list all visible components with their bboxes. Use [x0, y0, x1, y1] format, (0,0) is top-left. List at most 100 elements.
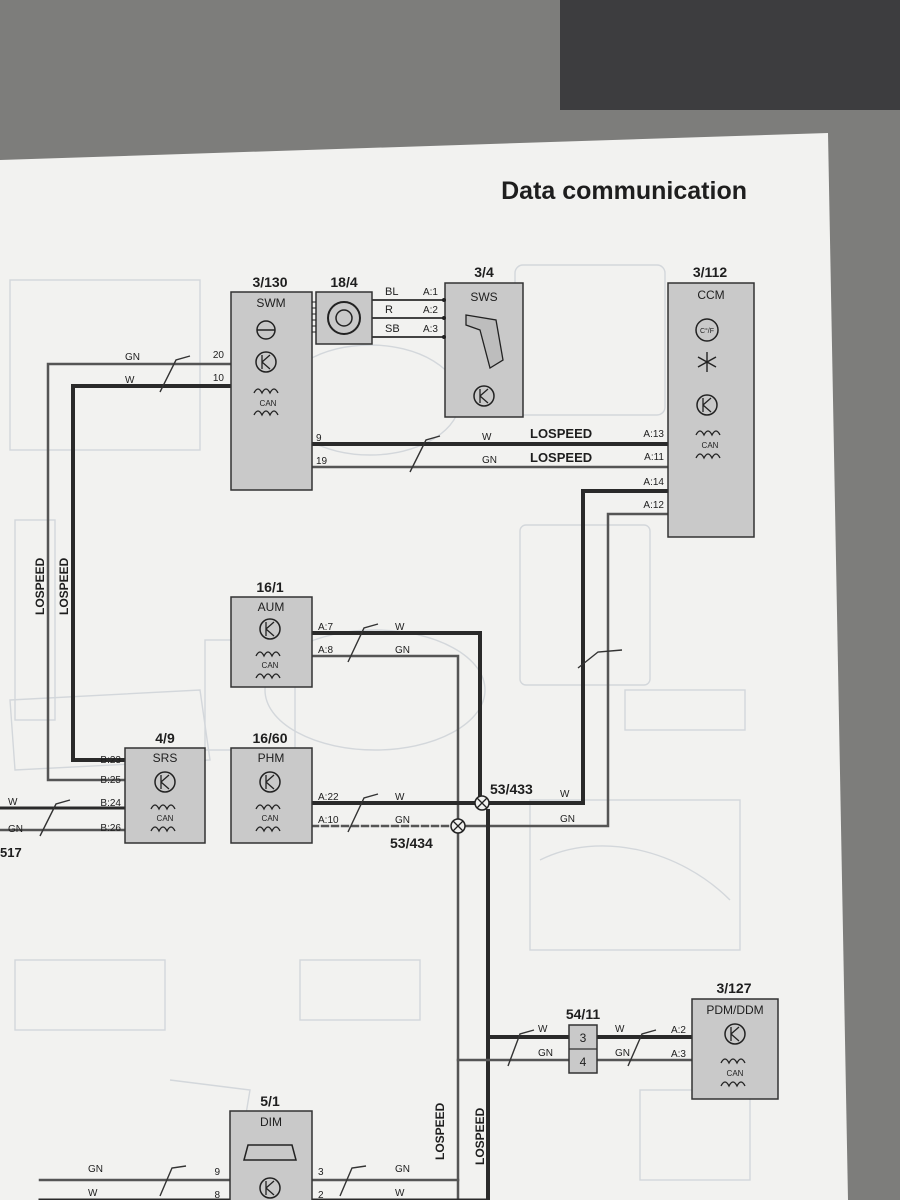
transistor-icon	[473, 385, 495, 407]
aum-name: AUM	[258, 600, 285, 614]
can-bus-icon	[150, 804, 176, 833]
junction-53-434-label: 53/434	[390, 835, 433, 851]
wire-label-gn: GN	[8, 824, 23, 835]
component-swm[interactable]: 3/130 SWM CAN 20 10 9 19	[213, 274, 328, 491]
phm-box	[230, 747, 313, 844]
dim-pin-9: 9	[214, 1167, 220, 1178]
wire-label-gn: GN	[482, 455, 497, 466]
snowflake-icon	[697, 352, 717, 372]
aum-box	[230, 596, 313, 688]
ccm-pin-a11: A:11	[644, 452, 664, 463]
wire-label-w: W	[395, 1188, 405, 1199]
wire-aum-gn	[310, 654, 460, 828]
can-bus-icon	[720, 1058, 746, 1088]
component-ccm[interactable]: 3/112 CCM C°/F CAN A:13 A:11 A:14 A:12	[643, 264, 755, 538]
can-bus-icon	[255, 651, 281, 680]
lospeed-label-vertical: LOSPEED	[33, 557, 47, 615]
wire-label-w: W	[560, 789, 570, 800]
svg-text:CAN: CAN	[260, 399, 277, 408]
wire-label-w: W	[615, 1024, 625, 1035]
ccm-box	[667, 282, 755, 538]
component-phm[interactable]: 16/60 PHM CAN A:22 A:10	[230, 730, 339, 844]
sws-name: SWS	[470, 290, 497, 304]
phm-pin-a10: A:10	[318, 815, 339, 826]
dark-object	[560, 0, 900, 110]
can-bus-icon	[695, 430, 721, 460]
junction-53-434[interactable]	[450, 818, 466, 834]
svg-text:CAN: CAN	[262, 814, 279, 823]
conn-18-4-id: 18/4	[330, 274, 357, 290]
wire-label-gn: GN	[88, 1164, 103, 1175]
ccm-pin-a14: A:14	[643, 477, 664, 488]
swm-pin-19: 19	[316, 456, 328, 467]
svg-text:CAN: CAN	[157, 814, 174, 823]
conn-54-11-pin-4: 4	[580, 1055, 587, 1069]
twist-marks	[39, 355, 657, 1197]
wire-label-sb: SB	[385, 323, 400, 335]
wire-label-gn: GN	[615, 1048, 630, 1059]
component-18-4[interactable]: 18/4	[312, 274, 373, 345]
component-pdm-ddm[interactable]: 3/127 PDM/DDM CAN A:2 A:3	[671, 980, 779, 1100]
dim-box	[229, 1110, 313, 1200]
sws-pin-a2: A:2	[423, 305, 438, 316]
pdm-name: PDM/DDM	[706, 1003, 763, 1017]
wire-label-bl: BL	[385, 286, 398, 298]
srs-pin-b25: B:25	[100, 775, 121, 786]
can-bus-icon	[255, 804, 281, 833]
svg-text:CAN: CAN	[702, 441, 719, 450]
swm-pin-20: 20	[213, 350, 225, 361]
wire-label-w: W	[482, 432, 492, 443]
phm-id: 16/60	[252, 730, 287, 746]
ccm-name: CCM	[697, 288, 724, 302]
page-title: Data communication	[501, 177, 747, 205]
phm-name: PHM	[258, 751, 285, 765]
wire-ccm-gn-down	[458, 512, 670, 828]
srs-name: SRS	[153, 751, 178, 765]
svg-text:C°/F: C°/F	[700, 327, 714, 335]
wire-label-gn: GN	[395, 815, 410, 826]
aum-pin-a7: A:7	[318, 622, 333, 633]
edge-reference: 517	[0, 845, 22, 860]
swm-name: SWM	[256, 296, 285, 310]
component-srs[interactable]: 4/9 SRS CAN B:23 B:25 B:24 B:26	[100, 730, 206, 844]
paper-sheet	[0, 133, 848, 1200]
dim-pin-3: 3	[318, 1167, 324, 1178]
pdm-pin-a3: A:3	[671, 1049, 686, 1060]
srs-pin-b23: B:23	[100, 755, 121, 766]
sws-box	[444, 282, 524, 418]
dim-pin-8: 8	[214, 1190, 220, 1200]
component-54-11[interactable]: 54/11 3 4	[566, 1006, 600, 1074]
wire-label-w: W	[395, 792, 405, 803]
ccm-id: 3/112	[693, 264, 727, 280]
transistor-icon	[696, 394, 718, 416]
wire-label-gn: GN	[395, 645, 410, 656]
conn-18-4-box	[315, 291, 373, 345]
wire-label-w: W	[125, 375, 135, 386]
lospeed-label-vertical: LOSPEED	[57, 557, 71, 615]
conn-54-11-id: 54/11	[566, 1006, 600, 1022]
component-sws[interactable]: 3/4 SWS A:1 A:2 A:3	[423, 264, 524, 418]
wire-label-gn: GN	[395, 1164, 410, 1175]
component-aum[interactable]: 16/1 AUM CAN A:7 A:8	[230, 579, 333, 688]
transistor-icon	[154, 771, 176, 793]
wire-label-w: W	[88, 1188, 98, 1199]
wire-label-w: W	[8, 797, 18, 808]
transistor-icon	[255, 351, 277, 373]
component-dim[interactable]: 5/1 DIM 9 8 3 2	[214, 1093, 324, 1200]
wire-label-r: R	[385, 304, 393, 316]
srs-id: 4/9	[155, 730, 175, 746]
wire-ccm-w-down	[482, 489, 670, 805]
sws-pin-a1: A:1	[423, 287, 438, 298]
pdm-id: 3/127	[716, 980, 751, 996]
conn-54-11-pin-3: 3	[580, 1031, 587, 1045]
junction-53-433[interactable]	[474, 795, 490, 811]
aum-pin-a8: A:8	[318, 645, 333, 656]
phm-pin-a22: A:22	[318, 792, 339, 803]
lospeed-label: LOSPEED	[530, 426, 592, 441]
wire-label-w: W	[538, 1024, 548, 1035]
svg-text:CAN: CAN	[262, 661, 279, 670]
wire-label-gn: GN	[538, 1048, 553, 1059]
swm-pin-10: 10	[213, 373, 225, 384]
transistor-icon	[259, 1177, 281, 1199]
wire-swm-w	[71, 384, 232, 762]
